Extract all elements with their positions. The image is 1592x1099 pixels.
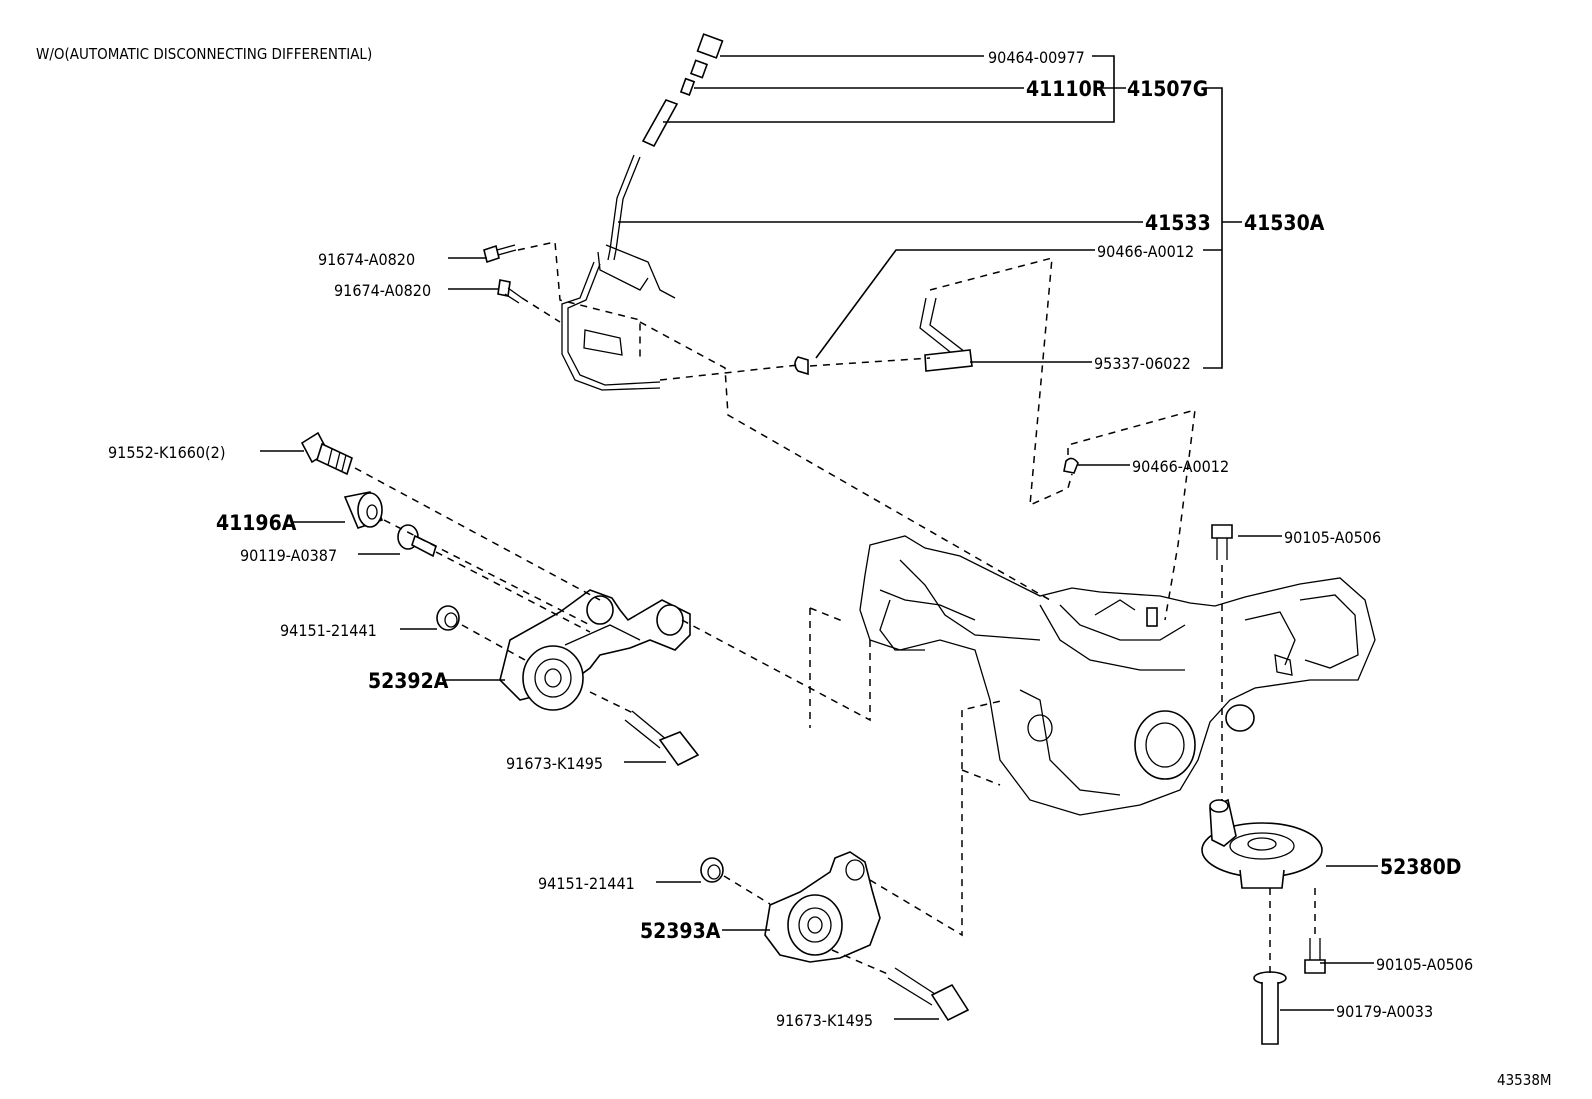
assembly-dashed-lines bbox=[354, 241, 1316, 976]
bolt-part-91552[interactable] bbox=[300, 431, 353, 476]
part-label-91674-A0820-b[interactable]: 91674-A0820 bbox=[334, 281, 431, 300]
part-label-90119-A0387[interactable]: 90119-A0387 bbox=[240, 546, 337, 565]
part-label-41507G[interactable]: 41507G bbox=[1127, 77, 1208, 101]
breather-plug-part[interactable] bbox=[607, 33, 724, 261]
bolt-part-91674-a[interactable] bbox=[483, 244, 517, 264]
clamp-part-90466[interactable] bbox=[1063, 457, 1079, 474]
part-label-90105-A0506-a[interactable]: 90105-A0506 bbox=[1284, 528, 1381, 547]
diagram-code: 43538M bbox=[1497, 1071, 1552, 1089]
diff-mount-52380D[interactable] bbox=[1201, 798, 1323, 889]
bolt-part-91674-b[interactable] bbox=[497, 279, 523, 304]
bolt-part-91673-b[interactable] bbox=[887, 967, 970, 1022]
part-label-90466-A0012-b[interactable]: 90466-A0012 bbox=[1132, 457, 1229, 476]
hose-clamp-part[interactable] bbox=[794, 356, 809, 376]
pin-part-90119[interactable] bbox=[397, 524, 437, 558]
part-label-94151-21441-b[interactable]: 94151-21441 bbox=[538, 874, 635, 893]
part-label-41530A[interactable]: 41530A bbox=[1244, 211, 1325, 235]
part-label-90179-A0033[interactable]: 90179-A0033 bbox=[1336, 1002, 1433, 1021]
differential-carrier-housing bbox=[859, 535, 1376, 816]
part-label-41196A[interactable]: 41196A bbox=[216, 511, 297, 535]
diagram-caption: W/O(AUTOMATIC DISCONNECTING DIFFERENTIAL… bbox=[36, 45, 372, 63]
part-label-52392A[interactable]: 52392A bbox=[368, 669, 449, 693]
part-label-91674-A0820-a[interactable]: 91674-A0820 bbox=[318, 250, 415, 269]
part-label-90466-A0012-a[interactable]: 90466-A0012 bbox=[1097, 242, 1194, 261]
bolt-part-90105-b[interactable] bbox=[1304, 938, 1326, 974]
bushing-part-41196A[interactable] bbox=[343, 491, 384, 529]
bolt-part-90179[interactable] bbox=[1253, 971, 1287, 1045]
bolt-part-90105-a[interactable] bbox=[1211, 524, 1233, 560]
leader-lines bbox=[260, 55, 1378, 1020]
part-label-91552-K1660[interactable]: 91552-K1660(2) bbox=[108, 443, 225, 462]
part-label-90464-00977[interactable]: 90464-00977 bbox=[988, 48, 1085, 67]
nut-part-94151-a[interactable] bbox=[436, 605, 460, 631]
part-label-90105-A0506-b[interactable]: 90105-A0506 bbox=[1376, 955, 1473, 974]
part-label-95337-06022[interactable]: 95337-06022 bbox=[1094, 354, 1191, 373]
part-labels: 90464-00977 41110R 41507G 41533 41530A 9… bbox=[108, 48, 1473, 1030]
bolt-part-91673-a[interactable] bbox=[624, 710, 700, 767]
part-label-52380D[interactable]: 52380D bbox=[1380, 855, 1461, 879]
part-label-91673-K1495-b[interactable]: 91673-K1495 bbox=[776, 1011, 873, 1030]
diff-mount-52393A[interactable] bbox=[764, 851, 881, 963]
vent-hose-part[interactable] bbox=[919, 297, 973, 372]
part-label-41110R[interactable]: 41110R bbox=[1026, 77, 1107, 101]
nut-part-94151-b[interactable] bbox=[700, 857, 724, 883]
diff-mount-52392A[interactable] bbox=[499, 589, 691, 711]
part-label-94151-21441-a[interactable]: 94151-21441 bbox=[280, 621, 377, 640]
breather-pipe-bracket[interactable] bbox=[561, 244, 676, 391]
part-label-52393A[interactable]: 52393A bbox=[640, 919, 721, 943]
part-label-41533[interactable]: 41533 bbox=[1145, 211, 1211, 235]
part-label-91673-K1495-a[interactable]: 91673-K1495 bbox=[506, 754, 603, 773]
